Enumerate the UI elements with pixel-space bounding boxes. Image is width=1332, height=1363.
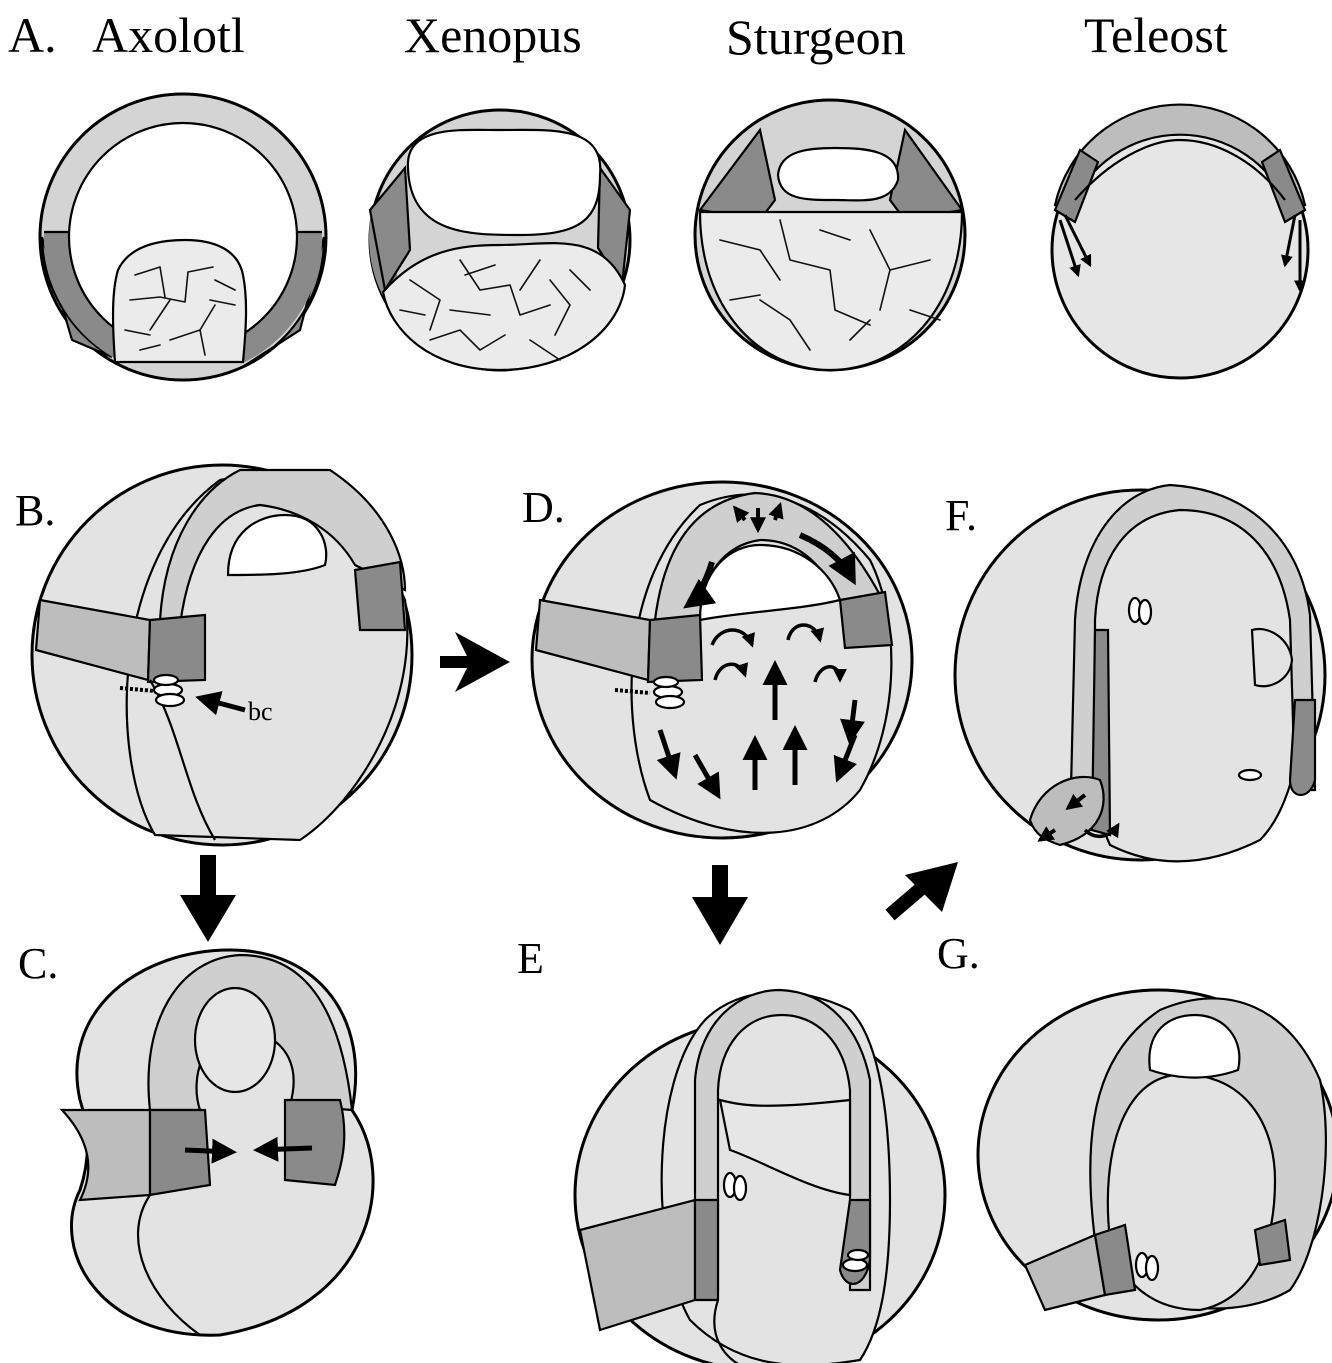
arrow-b-to-c (180, 855, 236, 942)
species-label-xenopus: Xenopus (404, 7, 582, 63)
bc-label: bc (248, 697, 273, 726)
panel-g: G. (937, 929, 1332, 1320)
panel-label-e: E (517, 934, 544, 983)
axolotl-embryo (40, 94, 326, 380)
row-a: A. Axolotl Xenopus Sturgeon Teleost (8, 7, 1308, 380)
panel-d: D. (522, 482, 912, 838)
arrow-b-to-d (440, 632, 510, 692)
species-label-sturgeon: Sturgeon (726, 9, 906, 65)
species-label-teleost: Teleost (1084, 7, 1228, 63)
bottle-cells-g (1136, 1253, 1158, 1280)
arrow-d-to-e (692, 865, 748, 945)
panel-e: E (517, 934, 945, 1363)
arrow-e-to-f (890, 862, 958, 915)
species-label-axolotl: Axolotl (92, 7, 245, 63)
panel-label-f: F. (945, 491, 977, 540)
panel-label-b: B. (15, 486, 55, 535)
sturgeon-embryo (695, 100, 965, 370)
panel-label-a: A. (8, 7, 57, 63)
xenopus-embryo (369, 110, 630, 370)
panel-b: B. bc (15, 465, 412, 845)
panel-f: F. (945, 485, 1325, 861)
panel-label-g: G. (937, 929, 980, 978)
panel-label-c: C. (18, 939, 58, 988)
teleost-embryo (1052, 105, 1308, 378)
panel-label-d: D. (522, 483, 565, 532)
panel-c: C. (18, 939, 373, 1335)
